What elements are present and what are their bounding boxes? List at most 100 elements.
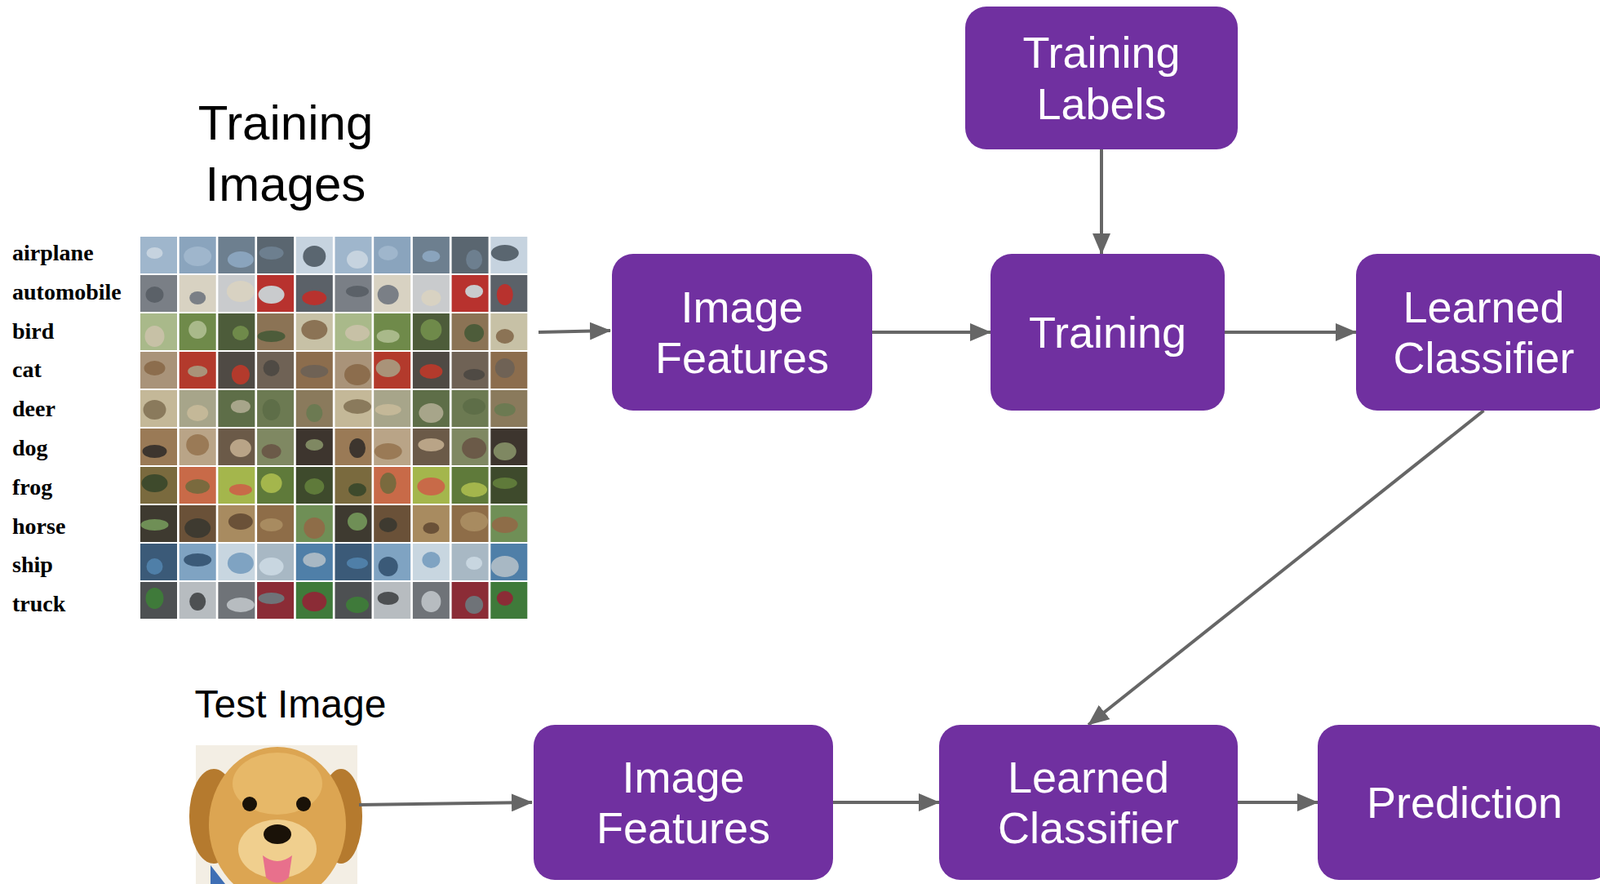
flow-arrow xyxy=(872,330,991,334)
input-arrow xyxy=(538,330,611,333)
thumbnail xyxy=(140,581,178,619)
thumbnail xyxy=(452,274,489,312)
thumbnail xyxy=(296,351,333,389)
flow-arrow xyxy=(1099,149,1104,254)
thumbnail-object xyxy=(183,553,212,567)
thumbnail-object xyxy=(421,250,440,262)
thumbnail-object xyxy=(258,592,285,604)
thumbnail-object xyxy=(462,398,486,415)
thumbnail-object xyxy=(374,443,403,460)
class-label: automobile xyxy=(12,277,122,307)
thumbnail xyxy=(296,390,333,427)
box-label: Training xyxy=(1028,306,1187,358)
thumbnail-object xyxy=(142,444,168,458)
thumbnail-object xyxy=(262,398,281,421)
thumbnail xyxy=(335,505,373,542)
thumbnail-object xyxy=(259,246,284,260)
thumbnail xyxy=(335,274,373,312)
thumbnail-object xyxy=(226,280,255,302)
box-content: Image Features xyxy=(628,281,856,383)
thumbnail xyxy=(373,274,411,312)
thumbnail-object xyxy=(347,512,368,531)
section-title: Training Images xyxy=(163,92,408,215)
thumbnail xyxy=(257,274,294,312)
process-box: Learned Classifier xyxy=(1356,253,1600,411)
thumbnail-object xyxy=(230,399,251,413)
puppy-eye xyxy=(296,796,311,812)
thumbnail xyxy=(140,543,178,581)
thumbnail-object xyxy=(345,285,369,297)
thumbnail xyxy=(257,428,294,466)
thumbnail xyxy=(335,466,373,504)
thumbnail-object xyxy=(491,555,519,577)
class-label: deer xyxy=(12,394,56,424)
puppy-collar xyxy=(210,864,226,884)
box-label: Prediction xyxy=(1366,776,1563,828)
thumbnail xyxy=(179,236,217,274)
thumbnail xyxy=(179,390,217,427)
thumbnail-object xyxy=(189,291,206,305)
thumbnail-object xyxy=(494,403,516,417)
thumbnail-object xyxy=(349,438,366,458)
thumbnail-object xyxy=(421,551,440,568)
thumbnail xyxy=(412,351,450,389)
thumbnail xyxy=(373,543,411,581)
thumbnail-object xyxy=(229,483,253,496)
thumbnail-object xyxy=(146,247,164,259)
thumbnail xyxy=(296,236,333,274)
thumbnail xyxy=(490,236,528,274)
thumbnail-object xyxy=(492,477,518,489)
thumbnail-object xyxy=(141,474,169,492)
thumbnail-object xyxy=(185,478,210,494)
thumbnail-object xyxy=(226,597,255,612)
thumbnail-object xyxy=(496,328,515,344)
thumbnail xyxy=(217,428,255,466)
thumbnail xyxy=(452,543,489,581)
thumbnail xyxy=(490,313,528,351)
thumbnail-object xyxy=(145,325,165,347)
class-label: cat xyxy=(12,354,42,385)
class-label: bird xyxy=(12,316,54,346)
thumbnail xyxy=(296,505,333,542)
thumbnail xyxy=(412,313,450,351)
box-content: Prediction xyxy=(1366,776,1563,828)
thumbnail-object xyxy=(375,403,402,416)
thumbnail xyxy=(257,543,294,581)
puppy-eye xyxy=(242,796,258,812)
puppy-photo xyxy=(189,744,363,884)
thumbnail xyxy=(412,390,450,427)
thumbnail xyxy=(257,313,294,351)
box-content: Learned Classifier xyxy=(1372,281,1596,383)
process-box: Image Features xyxy=(533,724,834,880)
thumbnail-object xyxy=(378,245,399,261)
thumbnail xyxy=(140,390,178,427)
box-label: Learned Classifier xyxy=(1372,281,1596,383)
thumbnail-object xyxy=(301,319,328,340)
thumbnail-object xyxy=(376,329,400,343)
thumbnail-object xyxy=(305,438,324,451)
thumbnail-object xyxy=(186,434,209,456)
process-box: Prediction xyxy=(1317,724,1600,880)
class-label: truck xyxy=(12,589,66,619)
thumbnail-object xyxy=(305,403,323,422)
thumbnail-object xyxy=(491,516,519,533)
thumbnail xyxy=(179,428,217,466)
thumbnail xyxy=(490,390,528,427)
thumbnail xyxy=(257,236,294,274)
thumbnail xyxy=(140,351,178,389)
image-grid xyxy=(140,236,528,619)
thumbnail xyxy=(412,543,450,581)
thumbnail xyxy=(412,236,450,274)
thumbnail-object xyxy=(377,591,399,605)
thumbnail xyxy=(412,581,450,619)
thumbnail-object xyxy=(189,592,206,611)
thumbnail xyxy=(490,581,528,619)
process-box: Learned Classifier xyxy=(939,724,1238,880)
thumbnail-object xyxy=(144,360,166,376)
thumbnail-object xyxy=(460,511,488,532)
flow-arrow xyxy=(833,800,940,804)
thumbnail xyxy=(140,274,178,312)
thumbnail-object xyxy=(344,363,371,386)
thumbnail xyxy=(140,466,178,504)
